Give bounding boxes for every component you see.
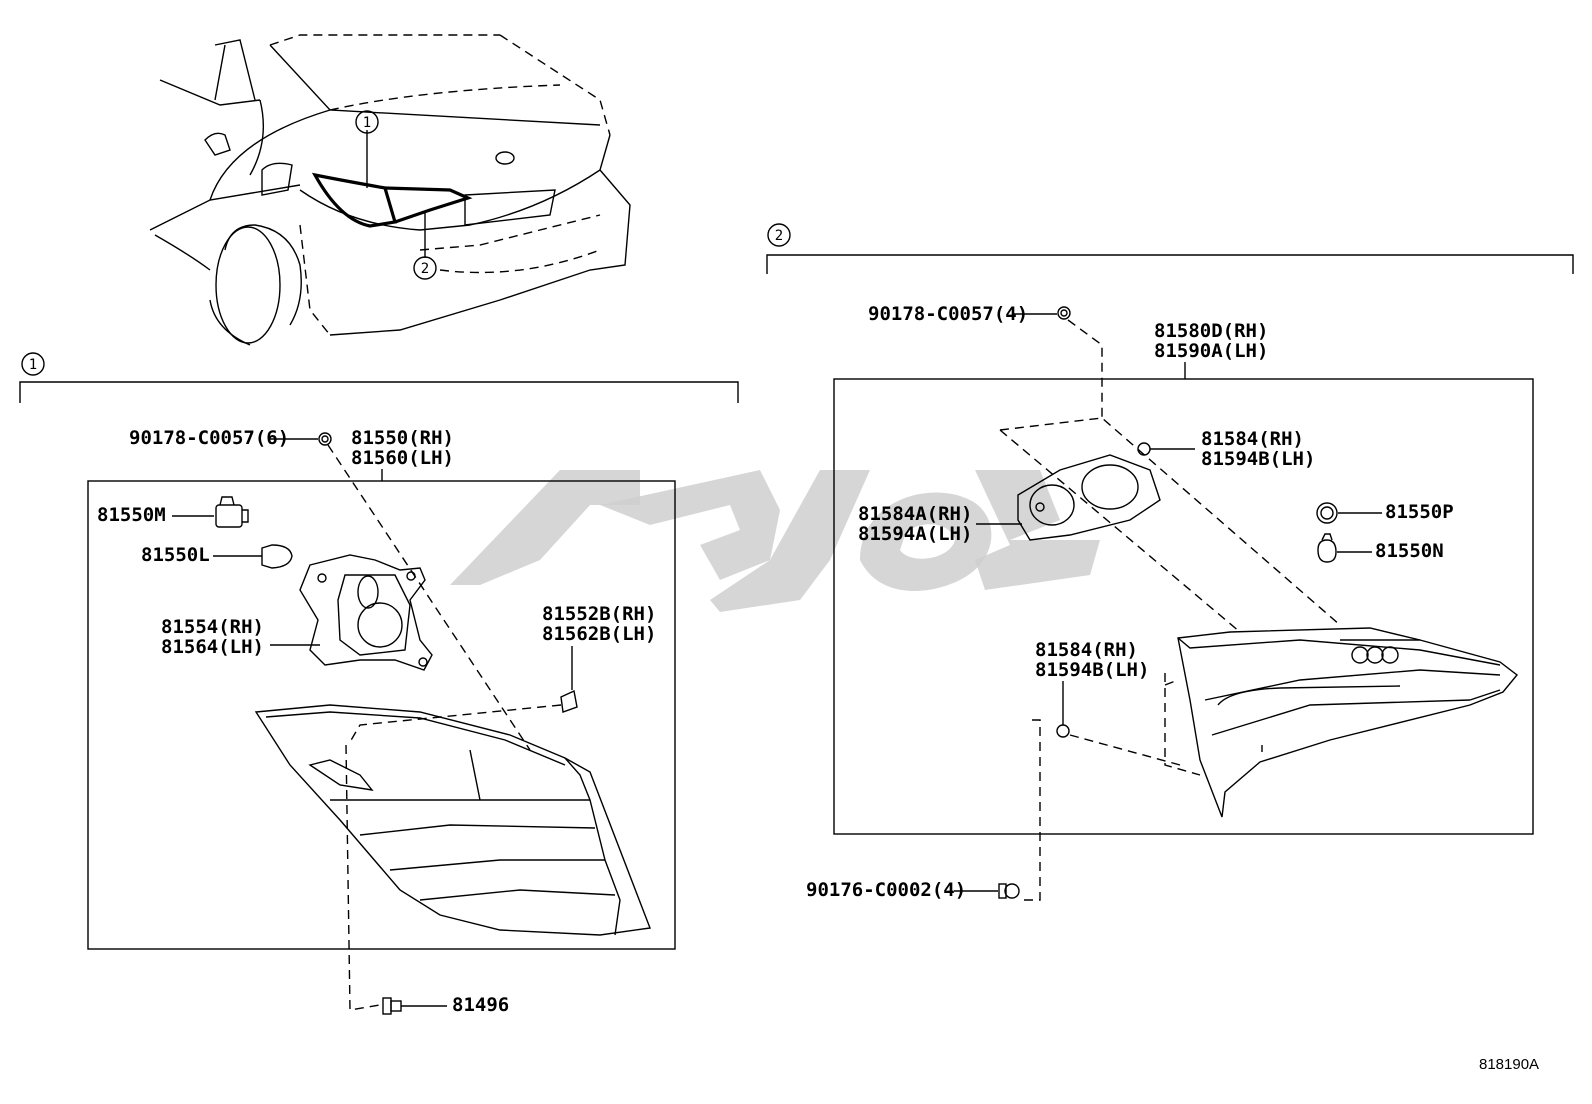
label-socket-81550m: 81550M	[97, 504, 166, 526]
section-1-outer-lamp: 1 90178-C0057(6) 81550(RH) 81560(LH) 815…	[19, 352, 739, 1016]
label-cushion-81594b-lh-low: 81594B(LH)	[1035, 659, 1149, 681]
outer-tail-lamp	[254, 704, 651, 936]
label-bulb-81550l: 81550L	[141, 544, 210, 566]
section-1-marker: 1	[29, 357, 37, 373]
label-clip-81496: 81496	[452, 994, 509, 1016]
label-gasket-81564-lh: 81564(LH)	[161, 636, 264, 658]
cushion-icon	[1137, 442, 1151, 456]
bolt-icon	[1057, 306, 1071, 320]
socket-icon	[1316, 502, 1338, 524]
label-bulb-81550n: 81550N	[1375, 540, 1444, 562]
inner-tail-lamp	[1177, 627, 1519, 818]
label-cushion-81552b-rh: 81552B(RH)	[542, 603, 656, 625]
section-2-marker: 2	[775, 228, 783, 244]
label-socket-81550p: 81550P	[1385, 501, 1454, 523]
bolt-icon	[318, 432, 332, 446]
section-2-inner-lamp: 2 90178-C0057(4) 81580D(RH) 81590A(LH) 8…	[766, 223, 1574, 901]
label-lamp-81560-lh: 81560(LH)	[351, 447, 454, 469]
diagram-reference-code: 818190A	[1479, 1056, 1539, 1073]
label-gasket-81554-rh: 81554(RH)	[161, 616, 264, 638]
label-cushion-81584-rh-top: 81584(RH)	[1201, 428, 1304, 450]
gasket-icon	[299, 554, 433, 671]
clip-icon	[382, 997, 402, 1015]
label-bolt-90178-c0057-4: 90178-C0057(4)	[868, 303, 1028, 325]
bulb-icon	[261, 544, 293, 569]
label-lamp-81590a-lh: 81590A(LH)	[1154, 340, 1268, 362]
label-nut-90176-c0002-4: 90176-C0002(4)	[806, 879, 966, 901]
label-lamp-81550-rh: 81550(RH)	[351, 427, 454, 449]
label-cushion-81562b-lh: 81562B(LH)	[542, 623, 656, 645]
label-gasket-81584a-rh: 81584A(RH)	[858, 503, 972, 525]
nut-icon	[998, 883, 1020, 899]
socket-icon	[215, 496, 249, 528]
cushion-icon	[560, 689, 578, 713]
cushion-icon	[1056, 724, 1070, 738]
label-cushion-81584-rh-low: 81584(RH)	[1035, 639, 1138, 661]
label-gasket-81594a-lh: 81594A(LH)	[858, 523, 972, 545]
label-lamp-81580d-rh: 81580D(RH)	[1154, 320, 1268, 342]
gasket-icon	[1017, 454, 1161, 541]
bulb-icon	[1317, 533, 1337, 563]
callout-1-marker: 1	[363, 115, 371, 131]
watermark-logo	[450, 470, 1100, 612]
label-cushion-81594b-lh-top: 81594B(LH)	[1201, 448, 1315, 470]
car-rear-overview: 1 2	[149, 34, 631, 346]
callout-2-marker: 2	[421, 261, 429, 277]
label-bolt-90178-c0057-6: 90178-C0057(6)	[129, 427, 289, 449]
